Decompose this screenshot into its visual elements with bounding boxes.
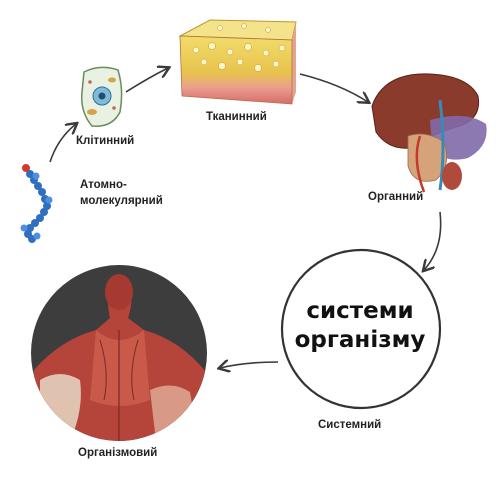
arrow-system-to-organism	[220, 362, 279, 368]
systems-title-line2: організму	[294, 326, 426, 353]
arrow-tissue-to-organ	[299, 73, 368, 102]
label-tissue: Тканинний	[206, 111, 267, 123]
liver-organ-icon	[371, 73, 487, 193]
arrow-molecular-to-cell	[49, 124, 76, 163]
systems-title-line1: системи	[306, 298, 414, 324]
systems-circle	[280, 248, 442, 410]
label-organ: Органний	[368, 191, 424, 203]
cell-icon	[80, 66, 123, 127]
arrow-organ-to-system	[424, 211, 442, 270]
label-system: Системний	[318, 419, 382, 431]
label-cellular: Клітинний	[76, 135, 135, 147]
protein-molecule-icon	[20, 164, 53, 243]
tissue-block-icon	[178, 19, 297, 105]
label-organism: Організмовий	[78, 447, 158, 459]
organism-muscle-figure-icon	[31, 265, 207, 441]
systems-title: системи організму	[280, 297, 440, 355]
flow-arrows	[49, 68, 442, 368]
arrow-cell-to-tissue	[125, 68, 168, 93]
label-molecular: Атомно- молекулярний	[80, 179, 163, 207]
